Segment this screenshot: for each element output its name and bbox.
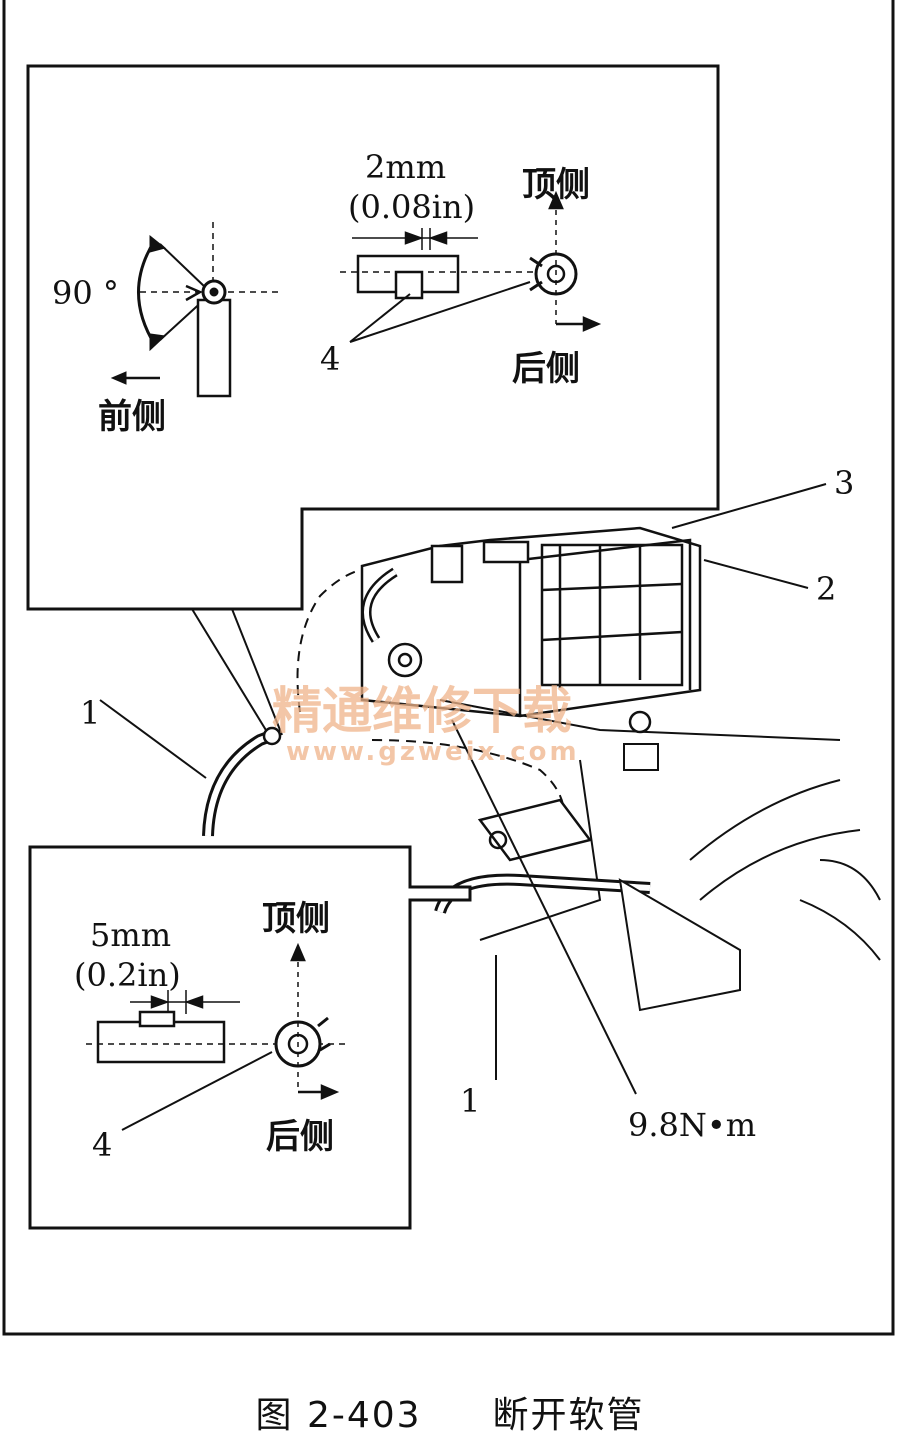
clip-detail-top — [340, 190, 602, 343]
bottom-inset: 5mm (0.2in) 顶侧 后侧 4 — [28, 845, 472, 1230]
angle-label: 90 ° — [52, 274, 119, 312]
front-side-label: 前侧 — [98, 397, 166, 437]
outer-border — [2, 0, 895, 1336]
angle-detail — [110, 222, 278, 398]
bottom-inset-border — [28, 845, 472, 1230]
torque-label: 9.8N•m — [628, 1106, 756, 1144]
gap-in-label-bottom: (0.2in) — [74, 956, 181, 994]
main-assembly — [99, 483, 881, 1095]
gap-mm-label-bottom: 5mm — [90, 916, 171, 954]
watermark: 精通维修下载 www.gzweix.com — [272, 682, 580, 767]
top-inset: 90 ° 前侧 2mm (0.08in) 顶侧 后侧 4 — [26, 64, 720, 611]
top-side-label-upper: 顶侧 — [522, 165, 590, 205]
callout-2: 2 — [816, 570, 836, 608]
gap-mm-label-top: 2mm — [365, 148, 446, 186]
clip-detail-bottom — [86, 942, 350, 1131]
gap-in-label-top: (0.08in) — [348, 188, 475, 226]
callout-1-lower: 1 — [460, 1082, 480, 1120]
callout-3: 3 — [834, 464, 854, 502]
figure-number: 图 2-403 — [255, 1395, 422, 1436]
rear-side-label-upper: 后侧 — [512, 349, 580, 389]
figure-caption: 图 2-403 断开软管 — [0, 1386, 900, 1438]
callout-1-upper: 1 — [80, 694, 100, 732]
watermark-cn: 精通维修下载 — [272, 682, 572, 740]
rear-side-label-lower: 后侧 — [266, 1117, 334, 1157]
top-side-label-lower: 顶侧 — [262, 899, 330, 939]
callout-4-lower: 4 — [92, 1126, 112, 1164]
top-inset-border — [26, 64, 720, 611]
watermark-url: www.gzweix.com — [286, 737, 580, 767]
callout-4-upper: 4 — [320, 340, 340, 378]
figure-title: 断开软管 — [492, 1395, 645, 1436]
